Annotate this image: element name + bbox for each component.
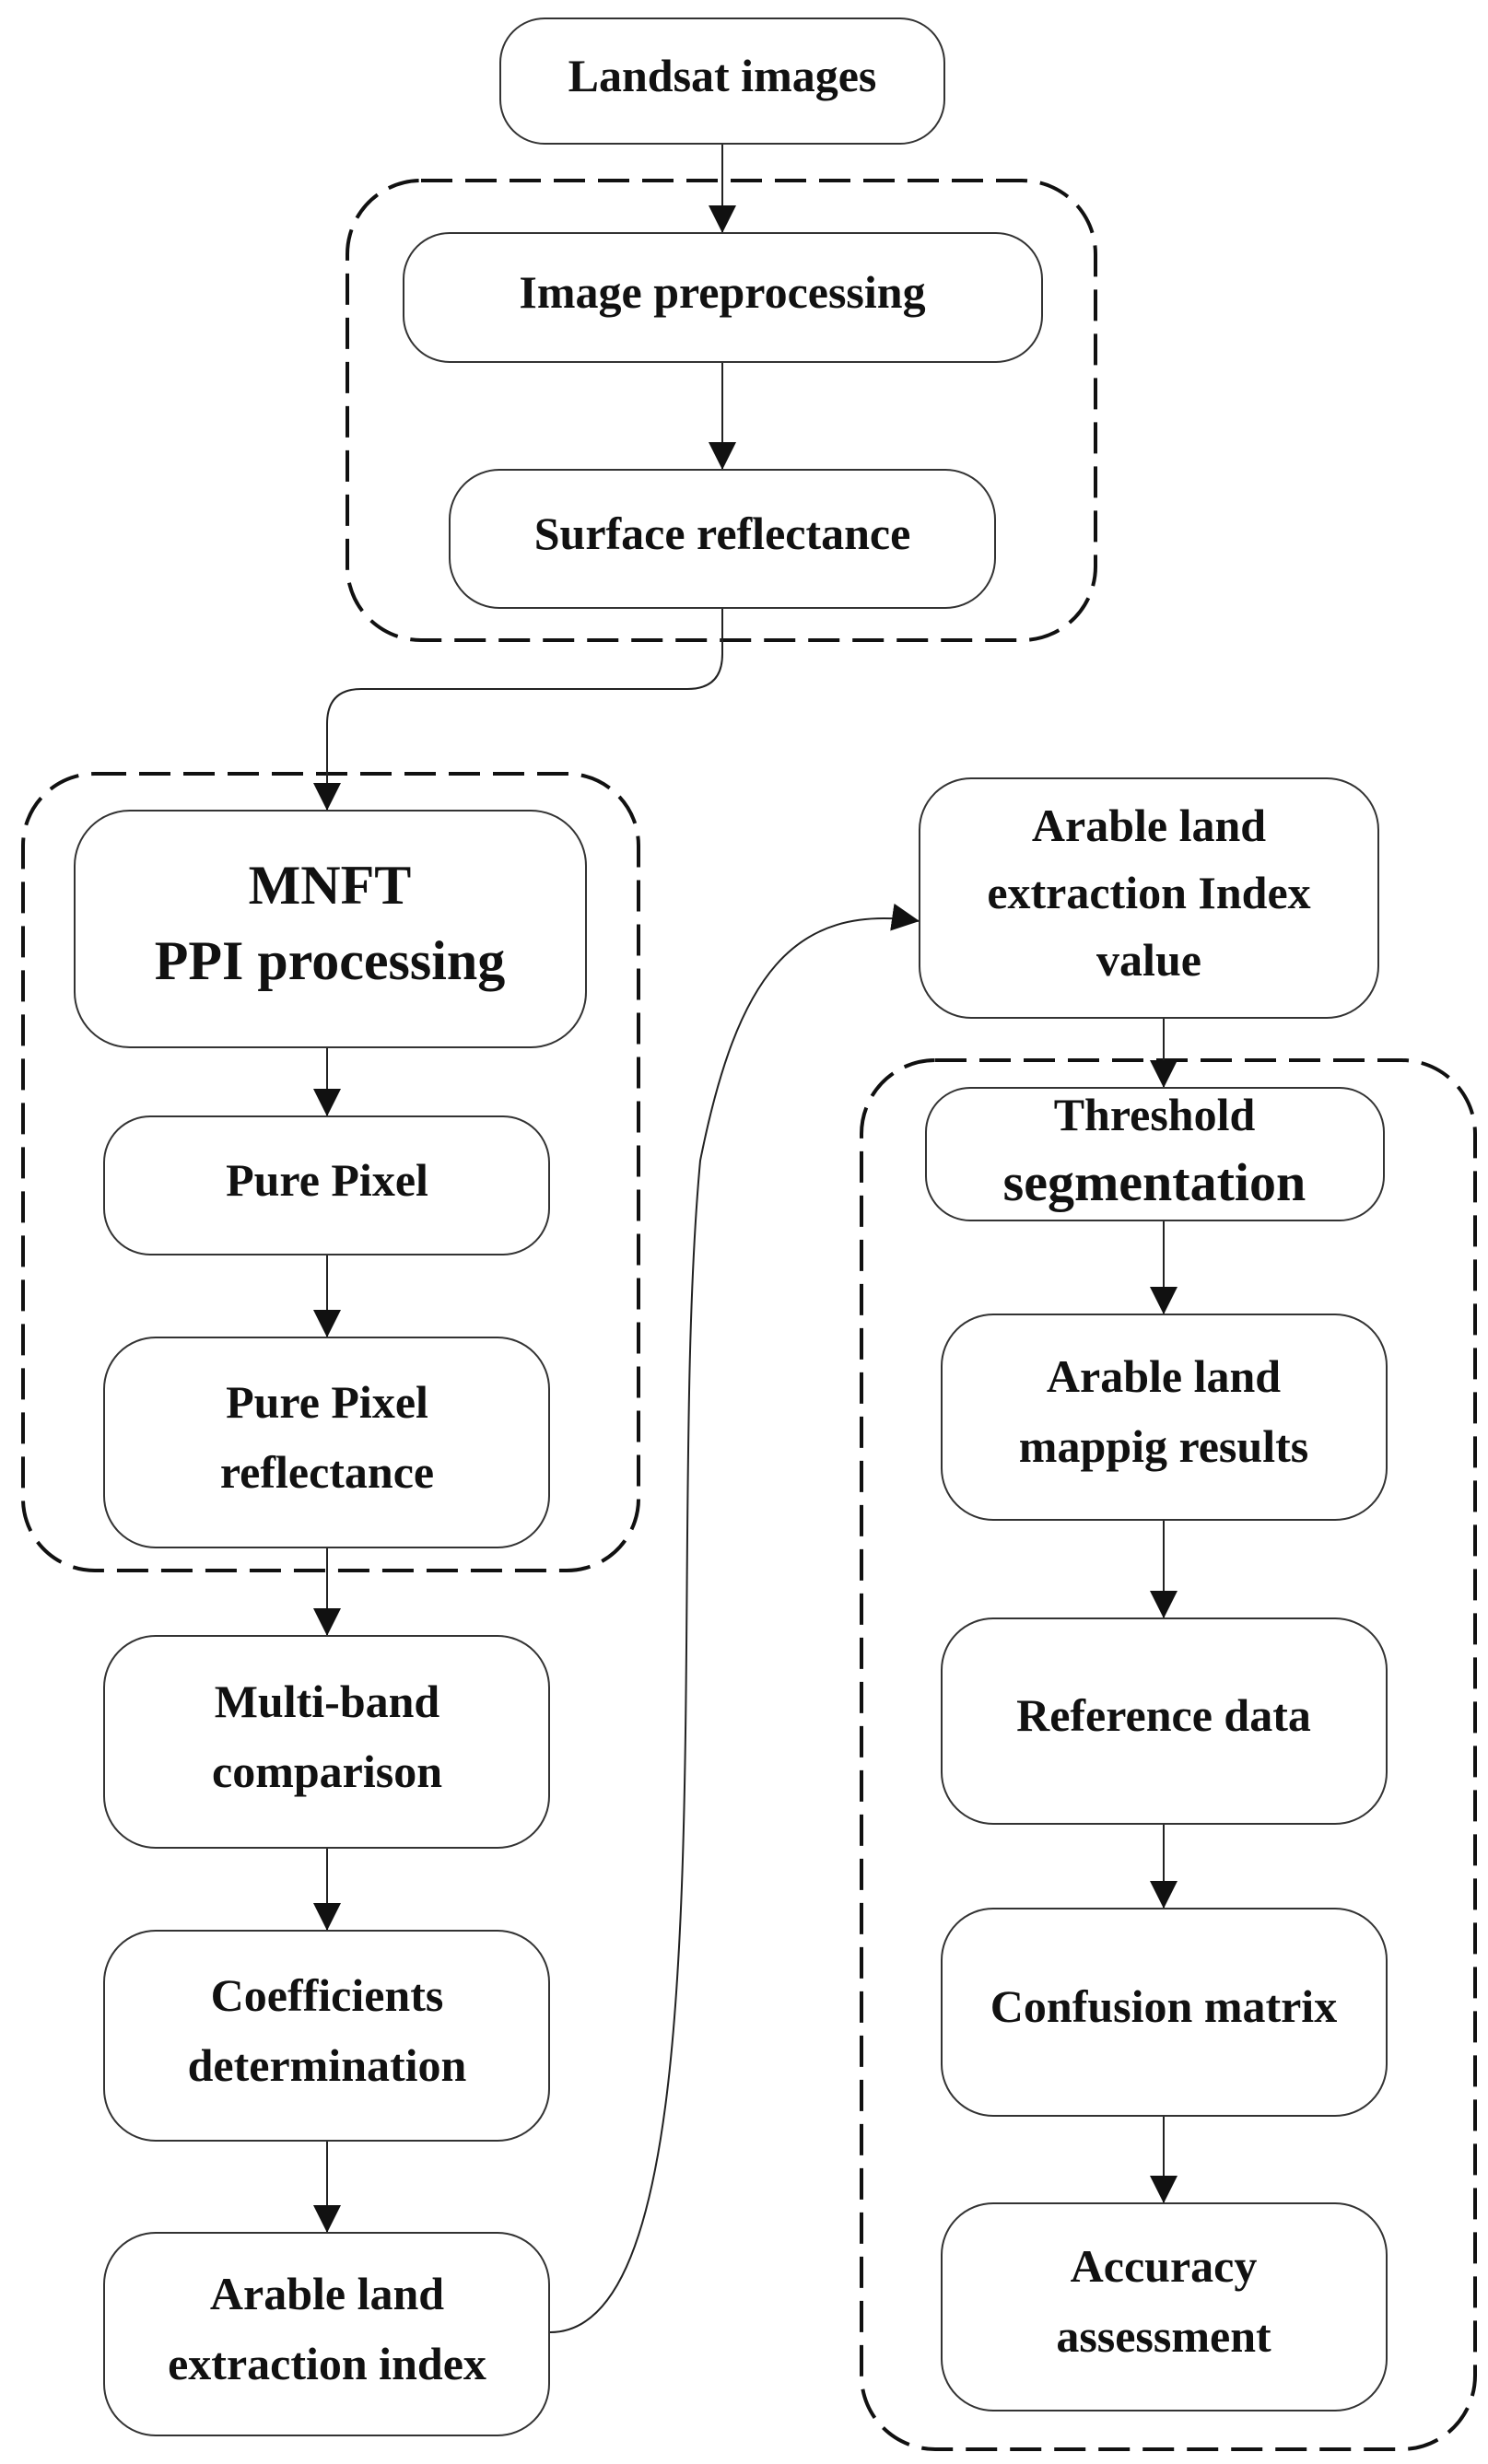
- node-label-line: mappig results: [1019, 1420, 1308, 1472]
- node-label: Arable land extraction index: [168, 2268, 486, 2389]
- node-label-line: Landsat images: [568, 50, 877, 101]
- connectors: [313, 144, 1178, 2333]
- node-surface-reflectance: Surface reflectance: [449, 469, 996, 609]
- node-label-line: Pure Pixel: [226, 1376, 428, 1428]
- node-pure-pixel-reflectance: Pure Pixel reflectance: [103, 1337, 550, 1548]
- node-mnft-ppi-processing: MNFT PPI processing: [74, 810, 587, 1048]
- node-label-line: Multi-band: [215, 1676, 440, 1727]
- node-arable-land-mapping-results: Arable land mappig results: [941, 1314, 1388, 1521]
- node-label-line: reflectance: [220, 1446, 434, 1498]
- node-label-line: Arable land: [1047, 1350, 1281, 1402]
- node-label-line: Accuracy: [1071, 2240, 1258, 2292]
- node-label-line: Reference data: [1016, 1689, 1311, 1741]
- node-confusion-matrix: Confusion matrix: [941, 1908, 1388, 2117]
- node-label-line: Arable land: [210, 2268, 444, 2319]
- node-image-preprocessing: Image preprocessing: [403, 232, 1043, 363]
- node-label: Pure Pixel reflectance: [220, 1376, 434, 1498]
- node-label: Arable land mappig results: [1019, 1350, 1308, 1472]
- node-extraction-index-value: Arable land extraction Index value: [919, 777, 1379, 1019]
- node-label-line: Coefficients: [211, 1969, 444, 2021]
- node-arable-land-extraction-index: Arable land extraction index: [103, 2232, 550, 2436]
- node-label: MNFT PPI processing: [155, 855, 506, 991]
- node-accuracy-assessment: Accuracy assessment: [941, 2202, 1388, 2411]
- arrow-surface-to-mnft: [313, 608, 723, 811]
- node-label-line: Threshold: [1054, 1089, 1256, 1140]
- node-label-line: segmentation: [1003, 1152, 1306, 1212]
- node-label: Arable land extraction Index value: [987, 800, 1310, 986]
- node-pure-pixel: Pure Pixel: [103, 1115, 550, 1255]
- pure-pixel-group: [21, 772, 640, 1572]
- node-label: Coefficients determination: [188, 1969, 467, 2091]
- node-label: Pure Pixel: [226, 1154, 428, 1206]
- node-label-line: value: [1096, 934, 1201, 986]
- node-label-line: determination: [188, 2039, 467, 2091]
- node-label-line: Pure Pixel: [226, 1154, 428, 1206]
- node-label: Reference data: [1016, 1689, 1311, 1741]
- arrow-extraction-index-to-index-value: [549, 903, 920, 2333]
- node-label-line: extraction index: [168, 2338, 486, 2389]
- node-label-line: Image preprocessing: [519, 266, 925, 318]
- node-coefficients-determination: Coefficients determination: [103, 1930, 550, 2142]
- node-label-line: Surface reflectance: [534, 508, 911, 559]
- node-label: Surface reflectance: [534, 508, 911, 559]
- node-label-line: comparison: [212, 1746, 442, 1797]
- node-reference-data: Reference data: [941, 1617, 1388, 1825]
- node-label-line: Confusion matrix: [990, 1980, 1337, 2032]
- node-label: Landsat images: [568, 50, 877, 101]
- node-label: Multi-band comparison: [212, 1676, 442, 1797]
- node-label: Image preprocessing: [519, 266, 925, 318]
- node-label: Threshold segmentation: [1003, 1089, 1306, 1212]
- node-label: Accuracy assessment: [1056, 2240, 1271, 2362]
- node-multi-band-comparison: Multi-band comparison: [103, 1635, 550, 1849]
- node-label-line: extraction Index: [987, 867, 1310, 918]
- node-label-line: MNFT: [249, 855, 412, 916]
- node-label-line: Arable land: [1032, 800, 1266, 851]
- node-threshold-segmentation: Threshold segmentation: [925, 1087, 1385, 1221]
- node-label: Confusion matrix: [990, 1980, 1337, 2032]
- node-label-line: assessment: [1056, 2310, 1271, 2362]
- node-landsat-images: Landsat images: [499, 18, 945, 145]
- node-label-line: PPI processing: [155, 930, 506, 991]
